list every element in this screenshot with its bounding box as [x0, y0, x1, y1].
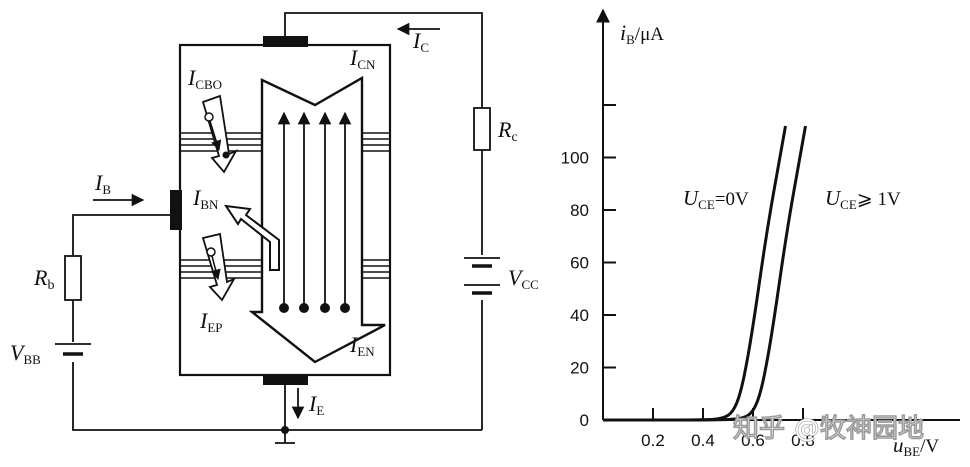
y-tick-label: 0: [580, 411, 589, 430]
series-lines: [602, 125, 807, 422]
base-terminal: [170, 190, 182, 230]
y-tick-label: 80: [570, 201, 589, 220]
label-ib: IB: [94, 170, 111, 197]
label-rc: Rc: [497, 117, 518, 145]
label-rb: Rb: [33, 265, 54, 293]
ground-node: [281, 426, 289, 434]
y-axis-ticks: 0 20 40 60 80 100: [561, 104, 616, 430]
emitter-terminal: [263, 374, 308, 385]
label-ic: IC: [412, 28, 429, 55]
label-icn: ICN: [349, 45, 376, 72]
circuit-wires: [72, 12, 483, 444]
label-iep: IEP: [199, 308, 223, 335]
y-tick-label: 60: [570, 254, 589, 273]
battery-vcc: [464, 257, 500, 295]
x-tick-label: 0.2: [641, 431, 665, 450]
ibn-recombination-arrow: [223, 204, 280, 271]
series-label-uce-1v: UCE⩾ 1V: [825, 186, 901, 212]
input-characteristic-chart: 0 20 40 60 80 100 0.2 0.4 0.6 0.8 iB/μA uBE/V UC…: [561, 8, 960, 459]
label-vbb: VBB: [10, 340, 41, 367]
label-ien: IEN: [349, 332, 375, 359]
y-axis-title: iB/μA: [620, 20, 664, 47]
electron-streams: [277, 111, 352, 313]
resistor-rc: [473, 107, 491, 151]
collector-terminal: [263, 36, 308, 47]
resistor-rb: [64, 255, 82, 301]
label-ibn: IBN: [192, 185, 219, 212]
watermark: 知乎 @牧神园地: [733, 414, 924, 444]
battery-vbb: [55, 343, 91, 356]
x-tick-label: 0.8: [791, 431, 815, 450]
series-line-uce-0v: [602, 125, 787, 422]
y-tick-label: 20: [570, 359, 589, 378]
icbo-arrow: [201, 94, 239, 174]
x-axis-ticks: 0.2 0.4 0.6 0.8: [641, 408, 815, 450]
y-tick-label: 100: [561, 149, 589, 168]
x-axis-title: uBE/V: [893, 433, 939, 459]
label-ie: IE: [308, 391, 324, 418]
series-line-uce-1v: [602, 125, 807, 422]
x-tick-label: 0.6: [741, 431, 765, 450]
iep-arrow: [201, 232, 237, 302]
label-vcc: VCC: [508, 265, 539, 292]
y-tick-label: 40: [570, 306, 589, 325]
electron-flow-arrow: [248, 75, 386, 364]
x-tick-label: 0.4: [691, 431, 715, 450]
series-label-uce-0v: UCE=0V: [683, 186, 749, 212]
transistor-diagram: IC ICN ICBO IB IBN IEP IEN IE Rc Rb VCC …: [10, 12, 539, 444]
label-icbo: ICBO: [187, 65, 222, 92]
